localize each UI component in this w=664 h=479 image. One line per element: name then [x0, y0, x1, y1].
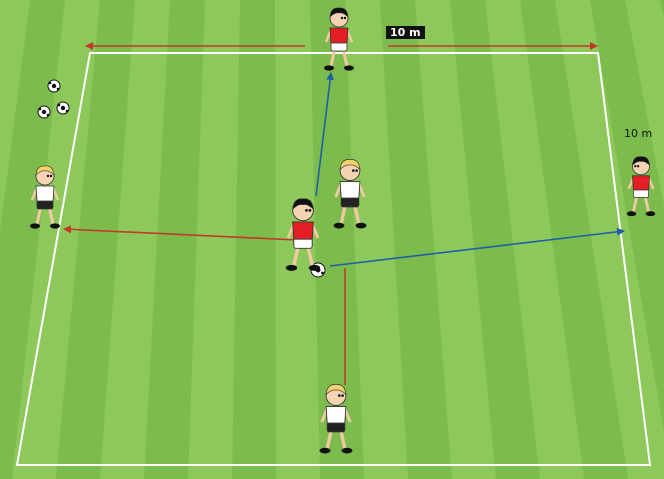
ball-icon — [38, 106, 50, 118]
ball-icon — [57, 102, 69, 114]
ball-icon — [48, 80, 60, 92]
dimension-label-top: 10 m — [386, 26, 425, 39]
dimension-label-right: 10 m — [624, 127, 652, 140]
